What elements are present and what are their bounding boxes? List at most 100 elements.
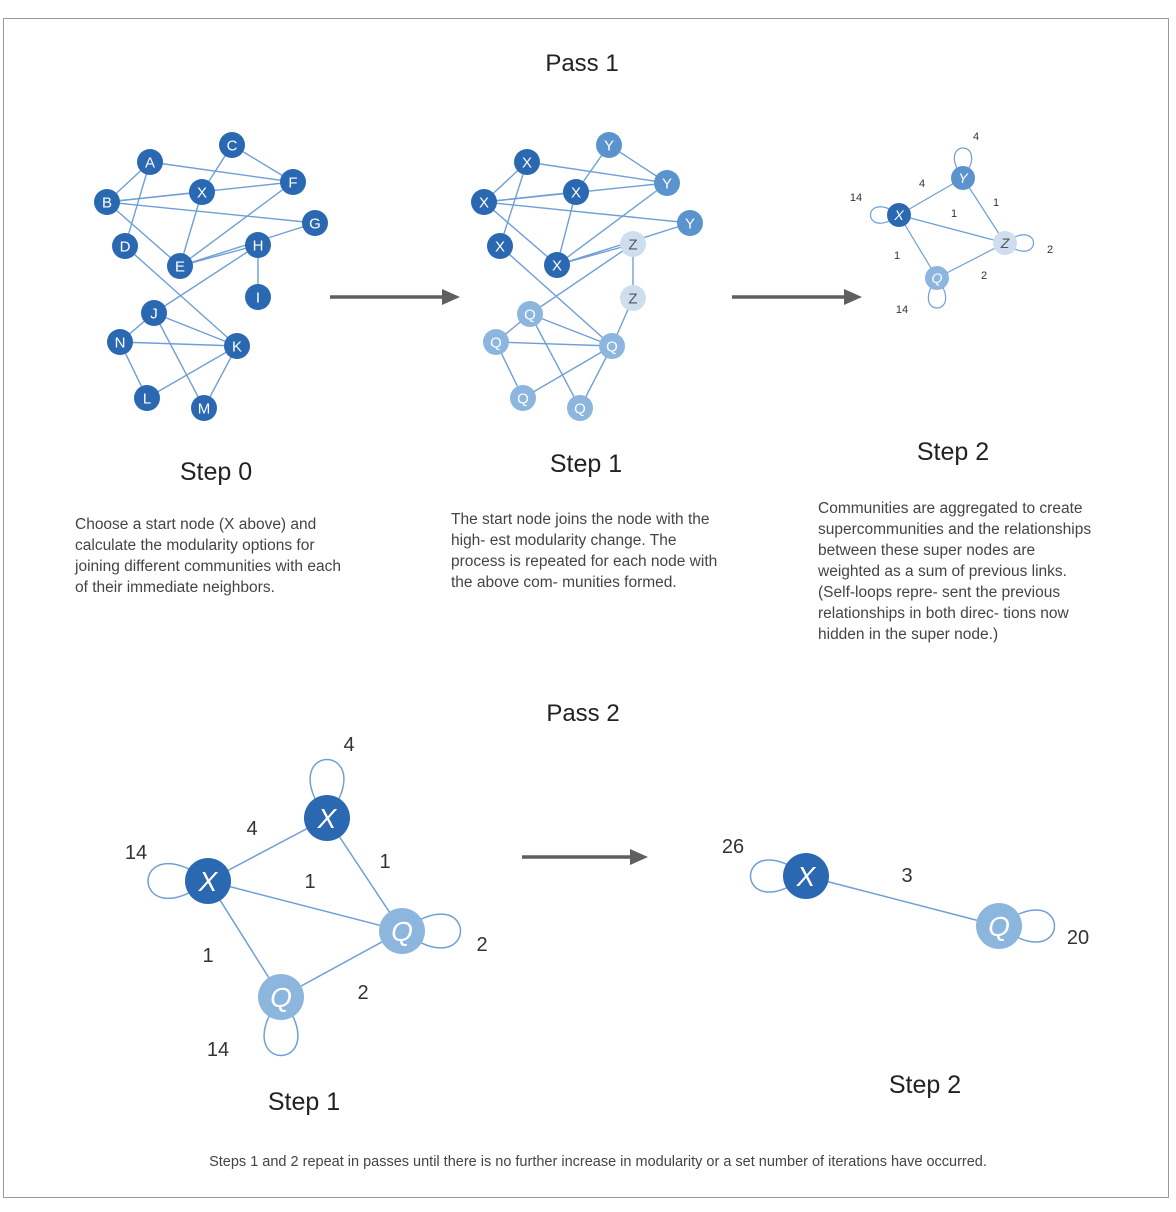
step0-edge xyxy=(146,345,238,399)
step0-node-f: F xyxy=(280,169,306,195)
svg-text:Z: Z xyxy=(1000,235,1010,251)
step1-node-yc: Y xyxy=(596,132,622,158)
step0-node-a: A xyxy=(137,149,163,175)
step1-edge xyxy=(529,243,634,315)
arrow-step1-to-step2 xyxy=(732,289,862,305)
p2s2-node-q: Q xyxy=(976,903,1022,949)
p1s2-weight-z-loop: 2 xyxy=(1047,244,1053,256)
step1-node-yf: Y xyxy=(654,170,680,196)
step1-edge xyxy=(556,182,668,266)
p1s2-weight-x-loop: 14 xyxy=(850,192,862,204)
svg-text:H: H xyxy=(253,237,264,254)
step1-edge xyxy=(495,341,613,347)
step0-edge xyxy=(179,181,294,267)
p2s1-weight-x2-loop: 4 xyxy=(343,734,354,756)
step0-node-i: I xyxy=(245,284,271,310)
p2s2-weight-x-loop: 26 xyxy=(722,836,744,858)
p1s2-weight-y-loop: 4 xyxy=(973,131,979,143)
step1-node-zi: Z xyxy=(620,285,646,311)
svg-text:Q: Q xyxy=(574,400,586,417)
svg-text:Y: Y xyxy=(958,170,969,186)
step1-edge xyxy=(483,201,558,266)
step1-edge xyxy=(526,161,668,184)
svg-text:I: I xyxy=(256,289,260,306)
p2s1-weight-x1-loop: 14 xyxy=(125,842,147,864)
p1s2-weight-xz: 1 xyxy=(951,208,957,220)
step1-edge xyxy=(522,345,613,399)
svg-text:Q: Q xyxy=(524,306,536,323)
step1-edge xyxy=(483,201,691,224)
p1s2-edge-yz xyxy=(962,177,1006,244)
svg-text:Q: Q xyxy=(988,911,1010,942)
step1-node-zh: Z xyxy=(620,231,646,257)
p2s2-loop-q xyxy=(998,909,1056,943)
p2s2-node-x: X xyxy=(783,853,829,899)
step0-node-e: E xyxy=(167,253,193,279)
svg-text:L: L xyxy=(143,390,151,407)
p2s1-weight-x1q2: 1 xyxy=(304,871,315,893)
p2s1-weight-q1-loop: 14 xyxy=(207,1039,229,1061)
pass1-title: Pass 1 xyxy=(545,50,619,77)
svg-text:Z: Z xyxy=(628,290,637,307)
pass2-step2-label: Step 2 xyxy=(888,1071,962,1099)
p1s2-node-z: Z xyxy=(993,231,1017,255)
step0-edge xyxy=(153,244,259,314)
arrow-step0-to-step1 xyxy=(330,289,460,305)
p2s2-weight-q-loop: 20 xyxy=(1067,927,1089,949)
step0-edge xyxy=(119,341,238,347)
p2s1-weight-x1x2: 4 xyxy=(246,818,257,840)
p1s2-edge-xq xyxy=(898,214,938,279)
svg-text:X: X xyxy=(479,194,489,211)
step1-node-ql: Q xyxy=(510,385,536,411)
svg-text:Q: Q xyxy=(606,338,618,355)
svg-text:X: X xyxy=(495,238,505,255)
step1-edge xyxy=(499,161,528,247)
svg-text:A: A xyxy=(145,154,155,171)
step0-edge xyxy=(106,201,181,267)
p2s1-node-x2: X xyxy=(304,795,350,841)
step0-node-b: B xyxy=(94,189,120,215)
svg-text:E: E xyxy=(175,258,185,275)
p1s2-node-q: Q xyxy=(925,266,949,290)
p2s1-edge-x1q2 xyxy=(207,880,403,932)
p1s2-weight-qz: 2 xyxy=(981,270,987,282)
step0-node-n: N xyxy=(107,329,133,355)
p2s1-weight-q1q2: 2 xyxy=(357,982,368,1004)
svg-text:X: X xyxy=(552,257,562,274)
svg-text:Y: Y xyxy=(685,215,695,232)
svg-text:J: J xyxy=(150,305,158,322)
pass1-step2-description: Communities are aggregated to create sup… xyxy=(818,500,1092,643)
step1-node-qm: Q xyxy=(567,395,593,421)
step0-edge xyxy=(124,161,151,247)
p1s2-loop-z xyxy=(1004,234,1034,252)
p2s1-weight-x2q2: 1 xyxy=(379,851,390,873)
arrow-pass2-step1-to-step2 xyxy=(522,849,648,865)
svg-text:G: G xyxy=(309,215,321,232)
step1-node-qk: Q xyxy=(599,333,625,359)
svg-text:Q: Q xyxy=(391,916,413,947)
step1-node-xa: X xyxy=(514,149,540,175)
svg-text:C: C xyxy=(227,137,238,154)
step1-node-xd: X xyxy=(487,233,513,259)
svg-text:F: F xyxy=(288,174,297,191)
svg-text:M: M xyxy=(198,400,211,417)
p2s1-weight-x1q1: 1 xyxy=(202,945,213,967)
step1-node-xx: X xyxy=(563,179,589,205)
p2s1-node-x1: X xyxy=(185,858,231,904)
footer-note: Steps 1 and 2 repeat in passes until the… xyxy=(209,1154,987,1170)
step0-node-g: G xyxy=(302,210,328,236)
svg-text:X: X xyxy=(522,154,532,171)
step1-node-yg: Y xyxy=(677,210,703,236)
p1s2-edge-xy xyxy=(898,177,964,216)
pass1-step1-label: Step 1 xyxy=(549,450,623,478)
step0-node-x: X xyxy=(189,179,215,205)
svg-text:X: X xyxy=(796,861,817,892)
step0-node-h: H xyxy=(245,232,271,258)
svg-text:Z: Z xyxy=(628,236,637,253)
p2s1-loop-q1 xyxy=(263,996,299,1057)
pass1-step0-description: Choose a start node (X above) and calcul… xyxy=(75,516,341,596)
svg-text:Q: Q xyxy=(517,390,529,407)
step1-node-xe: X xyxy=(544,252,570,278)
svg-text:Q: Q xyxy=(490,334,502,351)
p1s2-edge-qz xyxy=(936,242,1006,279)
